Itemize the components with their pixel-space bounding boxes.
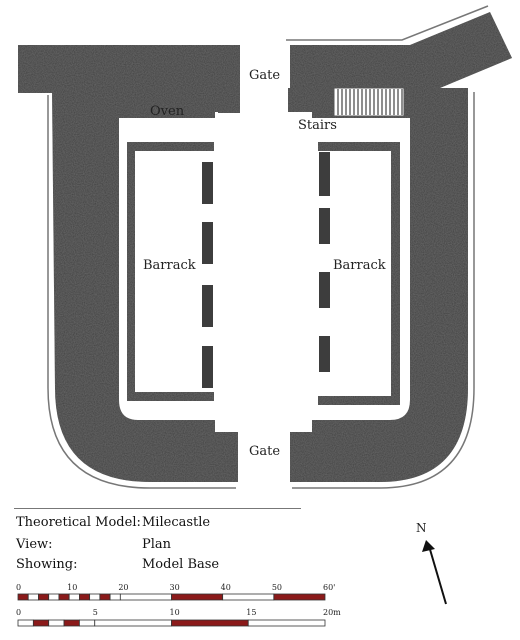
- feet-scale-bar: [17, 593, 326, 601]
- showing-value: Model Base: [142, 557, 220, 572]
- view-label: View:: [16, 537, 53, 552]
- enclosure-outline-west: [47, 95, 236, 489]
- metre-scale-segment: [94, 619, 172, 627]
- metre-scale-segment: [48, 619, 65, 627]
- north-label: N: [416, 521, 427, 535]
- scale-tick-label: 60': [323, 583, 336, 592]
- north-gate-pier-west: [218, 93, 240, 113]
- feet-scale-segment: [119, 593, 172, 601]
- scale-tick-label: 10: [169, 608, 180, 617]
- showing-label: Showing:: [16, 557, 78, 572]
- stairs-symbol: [333, 87, 405, 117]
- curtain-wall-west: [18, 45, 240, 93]
- milecastle-plan: [18, 5, 512, 489]
- feet-scale-segment: [79, 593, 91, 601]
- feet-scale-segment: [273, 593, 326, 601]
- metre-scale-bar: [17, 619, 326, 627]
- scale-bars: [17, 593, 326, 627]
- title-divider: [14, 508, 301, 509]
- scale-tick-label: 20m: [323, 608, 341, 617]
- feet-scale-segment: [171, 593, 224, 601]
- metre-scale-segment: [247, 619, 326, 627]
- feet-scale-segment: [48, 593, 60, 601]
- view-value: Plan: [142, 537, 172, 552]
- south-gate-label: Gate: [249, 444, 281, 459]
- barrack-west-label: Barrack: [143, 258, 196, 273]
- scale-tick-label: 0: [16, 583, 22, 592]
- north-arrow-icon: [422, 540, 447, 605]
- feet-scale-segment: [99, 593, 111, 601]
- metre-scale-segment: [171, 619, 249, 627]
- scale-tick-label: 0: [16, 608, 22, 617]
- scale-tick-label: 40: [220, 583, 231, 592]
- stairs-label: Stairs: [298, 118, 337, 133]
- model-label: Theoretical Model:: [16, 515, 141, 530]
- scale-tick-label: 15: [246, 608, 257, 617]
- scale-tick-label: 10: [67, 583, 78, 592]
- feet-scale-segment: [58, 593, 70, 601]
- feet-scale-segment: [17, 593, 29, 601]
- wall-outline-east: [286, 5, 489, 41]
- feet-scale-segment: [38, 593, 50, 601]
- north-gate-pier-east: [288, 88, 310, 112]
- barrack-west-partitions: [202, 162, 213, 388]
- scale-tick-label: 5: [92, 608, 98, 617]
- scale-tick-label: 50: [271, 583, 283, 592]
- metre-scale-segment: [79, 619, 96, 627]
- metre-scale-segment: [17, 619, 34, 627]
- metre-scale-segment: [63, 619, 80, 627]
- barrack-east-label: Barrack: [333, 258, 386, 273]
- scale-tick-label: 30: [169, 583, 180, 592]
- barrack-east-partitions: [319, 152, 330, 372]
- barrack-east-wall: [318, 142, 400, 405]
- north-gate-label: Gate: [249, 68, 281, 83]
- model-value: Milecastle: [142, 515, 211, 530]
- enclosure-outline-east: [292, 92, 475, 489]
- enclosure-wall: [52, 88, 468, 482]
- feet-scale-segment: [109, 593, 121, 601]
- feet-scale-segment: [222, 593, 275, 601]
- feet-scale-segment: [27, 593, 39, 601]
- curtain-wall-east: [290, 12, 512, 88]
- oven-label: Oven: [150, 104, 185, 119]
- scale-tick-label: 20: [118, 583, 129, 592]
- metre-scale-segment: [32, 619, 50, 627]
- feet-scale-segment: [68, 593, 80, 601]
- feet-scale-segment: [89, 593, 101, 601]
